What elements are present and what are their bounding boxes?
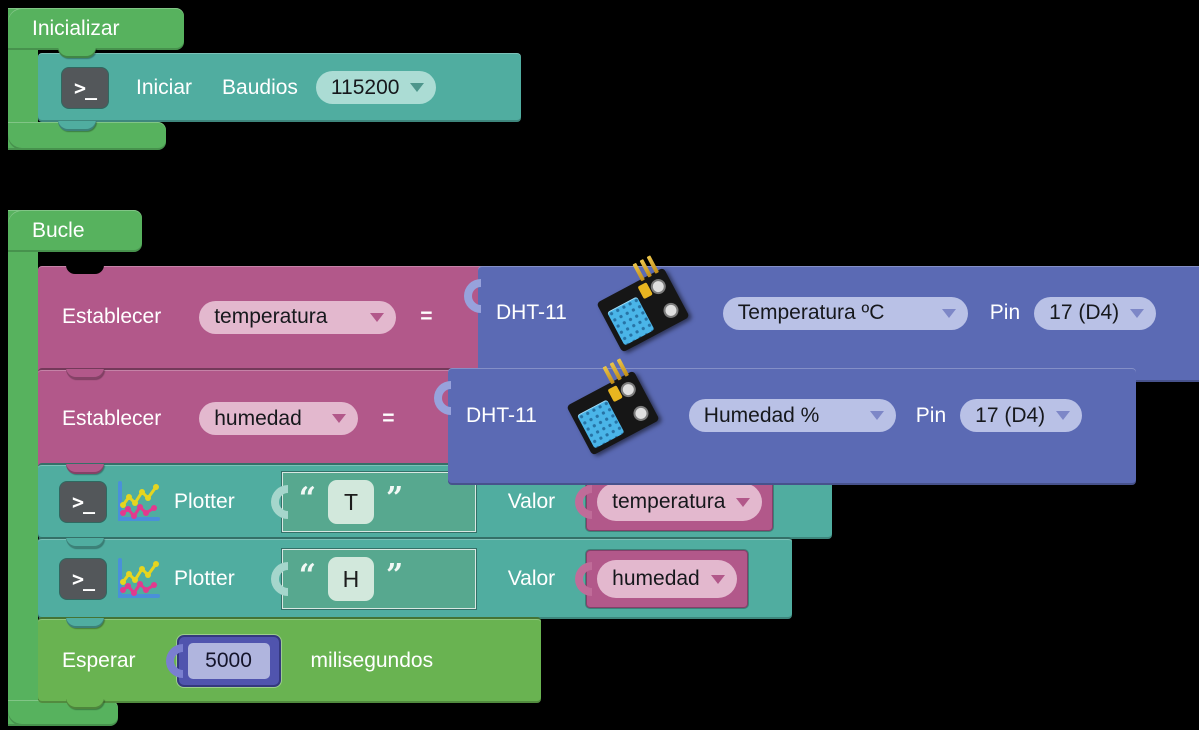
plotter-label: Plotter [174, 567, 235, 590]
screw-hole [660, 300, 681, 321]
inicializar-block-header[interactable]: Inicializar [8, 8, 184, 50]
sensor-board [596, 255, 690, 353]
serial-init-bottom-tab [58, 121, 96, 131]
pin-label: Pin [915, 403, 947, 427]
pin-value: 17 (D4) [975, 403, 1046, 427]
magnitude-value: Temperatura ºC [737, 301, 885, 324]
plotter-chart-icon [118, 558, 160, 598]
dropdown-arrow-icon [710, 574, 725, 584]
dht11-label: DHT-11 [466, 403, 537, 427]
terminal-icon: >_ [62, 67, 108, 108]
pin-value: 17 (D4) [1049, 301, 1120, 324]
variable-dropdown-temperatura[interactable]: temperatura [199, 300, 397, 334]
sensor-pins [632, 255, 659, 282]
dht11-humedad-block[interactable]: DHT-11 Humedad % Pin 17 (D4) [434, 357, 1136, 485]
input-plug-connector [575, 485, 593, 519]
equals-sign: = [420, 305, 433, 328]
esperar-block[interactable]: Esperar 5000 milisegundos [38, 617, 541, 703]
variable-name: temperatura [612, 490, 726, 513]
input-plug-connector [270, 562, 288, 596]
dht11-sensor-photo [589, 255, 695, 354]
plotter-chart-icon [118, 481, 160, 521]
baud-rate-value: 115200 [330, 75, 400, 99]
inicializar-inner-connector-tab [58, 48, 96, 58]
dropdown-arrow-icon [410, 83, 425, 92]
sensor-chip [606, 296, 655, 346]
stack-connector-tab [66, 538, 104, 548]
dropdown-arrow-icon [1130, 308, 1145, 318]
input-plug-connector [575, 562, 593, 596]
screw-hole [630, 402, 651, 424]
close-quote: ” [385, 557, 404, 593]
bucle-label: Bucle [32, 219, 85, 242]
dht11-label: DHT-11 [496, 301, 567, 324]
dropdown-arrow-icon [869, 411, 884, 420]
string-text-field[interactable]: H [327, 557, 374, 601]
variable-dropdown[interactable]: temperatura [597, 483, 763, 521]
pin-label: Pin [989, 301, 1021, 324]
esperar-bottom-tab [66, 699, 104, 709]
magnitude-dropdown[interactable]: Temperatura ºC [722, 296, 968, 330]
stack-connector-tab [66, 369, 104, 379]
pin-dropdown[interactable]: 17 (D4) [1034, 296, 1157, 330]
string-text-field[interactable]: T [327, 480, 374, 524]
input-plug-connector [434, 381, 451, 415]
dht11-sensor-photo [559, 357, 665, 457]
dht11-temperatura-block[interactable]: DHT-11 Temperatura ºC Pin 17 (D4) [464, 255, 1199, 382]
serial-init-block[interactable]: >_ Iniciar Baudios 115200 [38, 53, 521, 122]
top-notch [66, 265, 104, 274]
dropdown-arrow-icon [370, 312, 385, 322]
terminal-icon: >_ [60, 559, 106, 599]
iniciar-label: Iniciar [136, 75, 193, 99]
string-value-block[interactable]: “ H ” [281, 549, 476, 609]
stack-connector-tab [66, 618, 104, 628]
close-quote: ” [385, 480, 404, 516]
input-plug-connector [165, 644, 183, 678]
valor-label: Valor [507, 567, 556, 590]
magnitude-value: Humedad % [703, 403, 820, 427]
variable-dropdown-humedad[interactable]: humedad [199, 402, 359, 435]
dropdown-arrow-icon [941, 308, 956, 318]
variable-name: temperatura [214, 305, 328, 328]
dropdown-arrow-icon [736, 497, 751, 507]
valor-label: Valor [507, 490, 556, 513]
establecer-label: Establecer [62, 406, 162, 430]
plotter-t-block[interactable]: >_ Plotter “ T ” Valor temperatura [38, 463, 832, 539]
open-quote: “ [298, 480, 316, 516]
inicializar-label: Inicializar [32, 17, 120, 40]
baudios-label: Baudios [222, 75, 298, 99]
string-value-block[interactable]: “ T ” [281, 472, 476, 532]
plotter-label: Plotter [174, 490, 235, 513]
establecer-label: Establecer [62, 305, 162, 328]
number-value-block[interactable]: 5000 [176, 635, 281, 687]
input-plug-connector [464, 279, 481, 313]
bucle-block-header[interactable]: Bucle [8, 210, 142, 252]
sensor-board [566, 357, 660, 456]
baud-rate-dropdown[interactable]: 115200 [315, 71, 437, 104]
sensor-chip [576, 398, 625, 449]
dropdown-arrow-icon [332, 414, 347, 423]
plotter-h-block[interactable]: >_ Plotter “ H ” Valor humedad [38, 537, 792, 619]
stack-connector-tab [66, 464, 104, 474]
terminal-icon: >_ [60, 482, 106, 522]
milisegundos-label: milisegundos [310, 649, 434, 672]
equals-sign: = [382, 406, 395, 430]
open-quote: “ [298, 557, 316, 593]
dropdown-arrow-icon [1056, 411, 1071, 420]
bucle-block-spine[interactable] [8, 210, 38, 726]
number-field[interactable]: 5000 [187, 643, 270, 679]
variable-name: humedad [214, 406, 302, 430]
variable-value-block[interactable]: humedad [586, 550, 748, 608]
magnitude-dropdown[interactable]: Humedad % [688, 399, 896, 432]
variable-name: humedad [612, 567, 700, 590]
esperar-label: Esperar [62, 649, 136, 672]
pin-dropdown[interactable]: 17 (D4) [960, 399, 1083, 432]
input-plug-connector [270, 485, 288, 519]
variable-dropdown[interactable]: humedad [597, 560, 737, 598]
